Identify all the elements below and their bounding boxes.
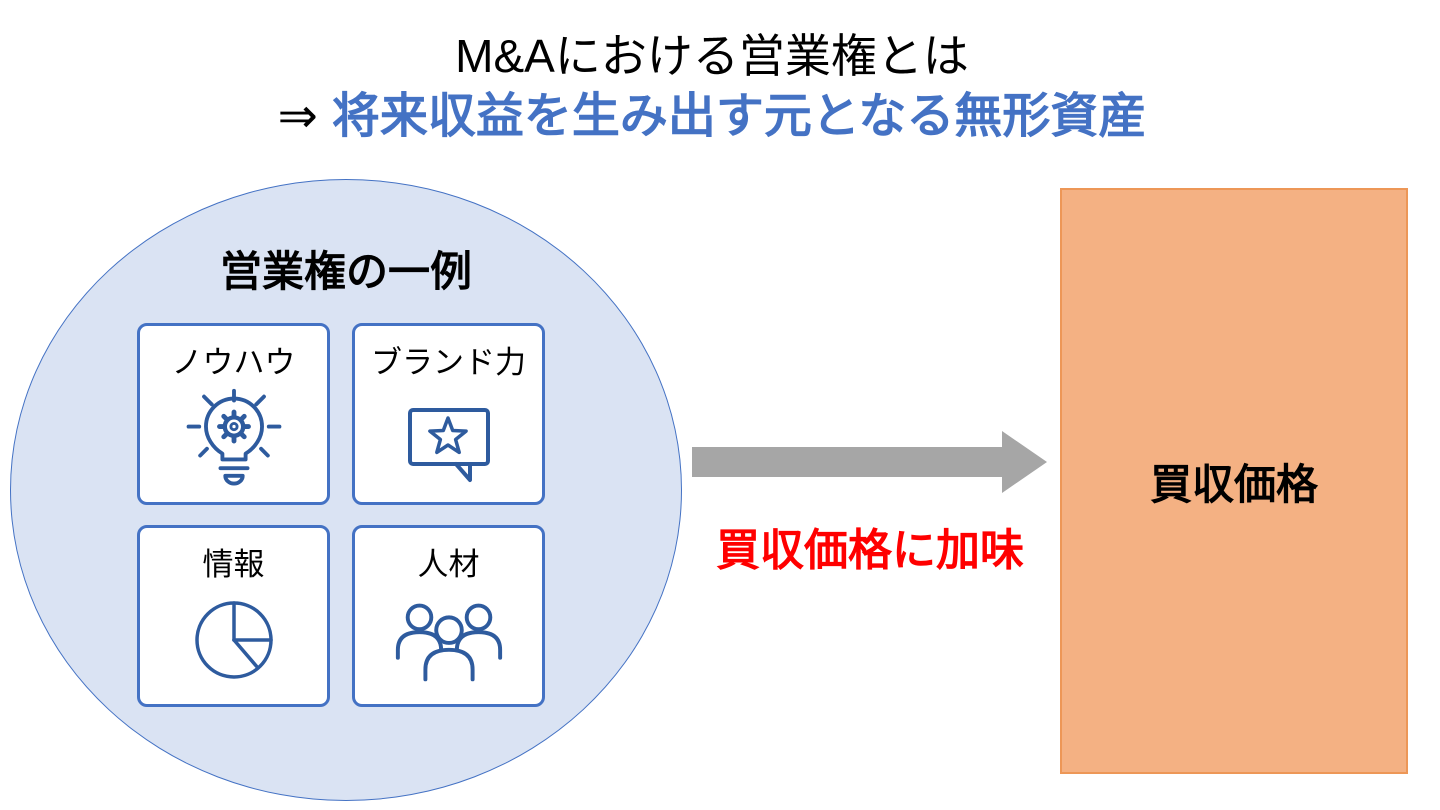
brand-label: ブランド力 xyxy=(371,345,526,380)
right-arrow-icon xyxy=(692,431,1047,493)
information-label: 情報 xyxy=(202,547,265,582)
goodwill-item-knowhow: ノウハウ xyxy=(137,323,330,505)
people-label: 人材 xyxy=(417,547,480,582)
acquisition-price-label: 買収価格 xyxy=(1149,460,1318,508)
lightbulb-gear-icon xyxy=(186,388,281,486)
title-line-1: M&Aにおける営業権とは xyxy=(455,30,969,82)
double-arrow-glyph: ⇒ xyxy=(277,89,318,143)
goodwill-heading: 営業権の一例 xyxy=(219,248,472,295)
people-icon xyxy=(395,603,502,682)
flow-caption: 買収価格に加味 xyxy=(716,526,1024,575)
goodwill-item-information: 情報 xyxy=(137,525,330,707)
slide-title: M&Aにおける営業権とは ⇒将来収益を生み出す元となる無形資産 xyxy=(0,28,1432,145)
goodwill-item-brand: ブランド力 xyxy=(352,323,545,505)
title-line-2-text: 将来収益を生み出す元となる無形資産 xyxy=(331,89,1147,143)
knowhow-label: ノウハウ xyxy=(171,345,296,380)
acquisition-price-box: 買収価格 xyxy=(1060,188,1408,774)
pie-chart-icon xyxy=(194,601,273,679)
star-speech-bubble-icon xyxy=(407,408,490,482)
goodwill-item-people: 人材 xyxy=(352,525,545,707)
goodwill-ellipse xyxy=(10,179,682,801)
title-line-2: ⇒将来収益を生み出す元となる無形資産 xyxy=(0,88,1432,146)
